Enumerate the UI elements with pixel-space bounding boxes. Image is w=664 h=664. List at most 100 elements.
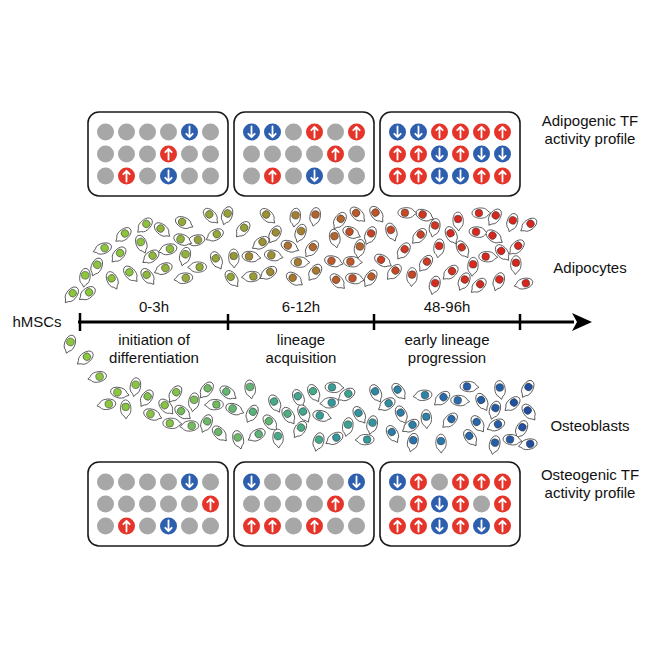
cell-nucleus [82,351,93,362]
cell-nucleus [496,246,507,257]
cell-body [439,410,460,431]
tf-marker [118,124,135,141]
cell [486,400,502,421]
cell [104,270,122,292]
cell-body [257,264,279,283]
tf-marker [160,518,177,535]
cell-body [433,238,446,258]
cell [284,269,305,289]
tf-circle [389,496,406,513]
tf-marker [389,474,406,491]
cell-nucleus [204,209,215,220]
cell-nucleus [166,419,174,427]
cell-nucleus [418,210,428,220]
cell-body [231,429,246,450]
cell [504,212,520,233]
tf-marker [243,168,260,185]
cell-body [152,260,174,277]
tf-activity-profile [234,462,374,546]
cell-nucleus [106,273,116,283]
cell-body [140,247,162,266]
tf-circle [139,146,156,163]
tf-marker [410,146,427,163]
tf-arrow [311,521,317,532]
tf-marker [327,146,344,163]
cell-body [61,334,77,355]
tf-activity-profile [88,112,228,196]
cell [493,242,513,263]
cell-body [305,262,325,283]
tf-circle [97,518,114,535]
tf-marker [494,146,511,163]
tf-circle [327,146,344,163]
cell-body [436,434,447,453]
cell [61,334,77,355]
cell [243,403,261,425]
tf-circle [160,124,177,141]
cell [490,271,507,292]
cell [367,204,387,225]
cell-nucleus [228,404,238,414]
tf-marker [306,124,323,141]
tf-marker [202,518,219,535]
tf-marker [139,518,156,535]
cell-body [312,409,333,424]
cell-body [400,417,422,436]
cell-body [502,433,522,446]
cell-nucleus [315,411,324,420]
cell-body [295,403,313,425]
tf-circle [306,474,323,491]
cell-nucleus [525,219,536,230]
tf-arrow [269,127,275,138]
cell-nucleus [213,427,224,438]
tf-marker [160,124,177,141]
cell-body [109,386,130,401]
cell [341,224,363,241]
cell-body [323,254,344,269]
cell [121,264,141,285]
cell-nucleus [430,278,439,287]
cell-nucleus [370,386,380,396]
cell-nucleus [368,418,377,427]
tf-circle [452,124,469,141]
cell [244,379,257,399]
cell-nucleus [177,217,187,227]
tf-marker [431,124,448,141]
tf-marker [348,474,365,491]
cell [263,249,284,263]
cell-nucleus [269,396,279,406]
cell [431,389,452,409]
tf-marker [494,474,511,491]
cell-body [519,402,539,423]
tf-marker [389,168,406,185]
cell [174,214,196,231]
cell-nucleus [311,265,322,276]
cell-nucleus [67,288,78,299]
tf-marker [285,124,302,141]
cell-body [460,381,480,393]
cell-body [450,394,470,406]
cell-body [383,262,404,283]
stage-label: lineage acquisition [246,331,356,367]
cell [258,206,279,227]
cell-body [112,225,133,245]
cell-body [177,246,193,267]
cell [468,413,487,435]
cell [421,409,432,429]
cell-body [493,242,513,263]
side-heading: Osteogenic TF activity profile [540,466,640,502]
tf-marker [181,168,198,185]
tf-circle [389,124,406,141]
cell-nucleus [176,406,187,417]
tf-marker [494,168,511,185]
cell [355,434,374,445]
cell-body [341,224,363,241]
tf-marker [160,146,177,163]
cell-nucleus [408,271,416,279]
cell [518,378,537,400]
tf-marker [264,518,281,535]
cell-nucleus [376,254,386,264]
cell [265,224,284,246]
tf-arrow [332,499,338,510]
cell-body [187,392,200,412]
